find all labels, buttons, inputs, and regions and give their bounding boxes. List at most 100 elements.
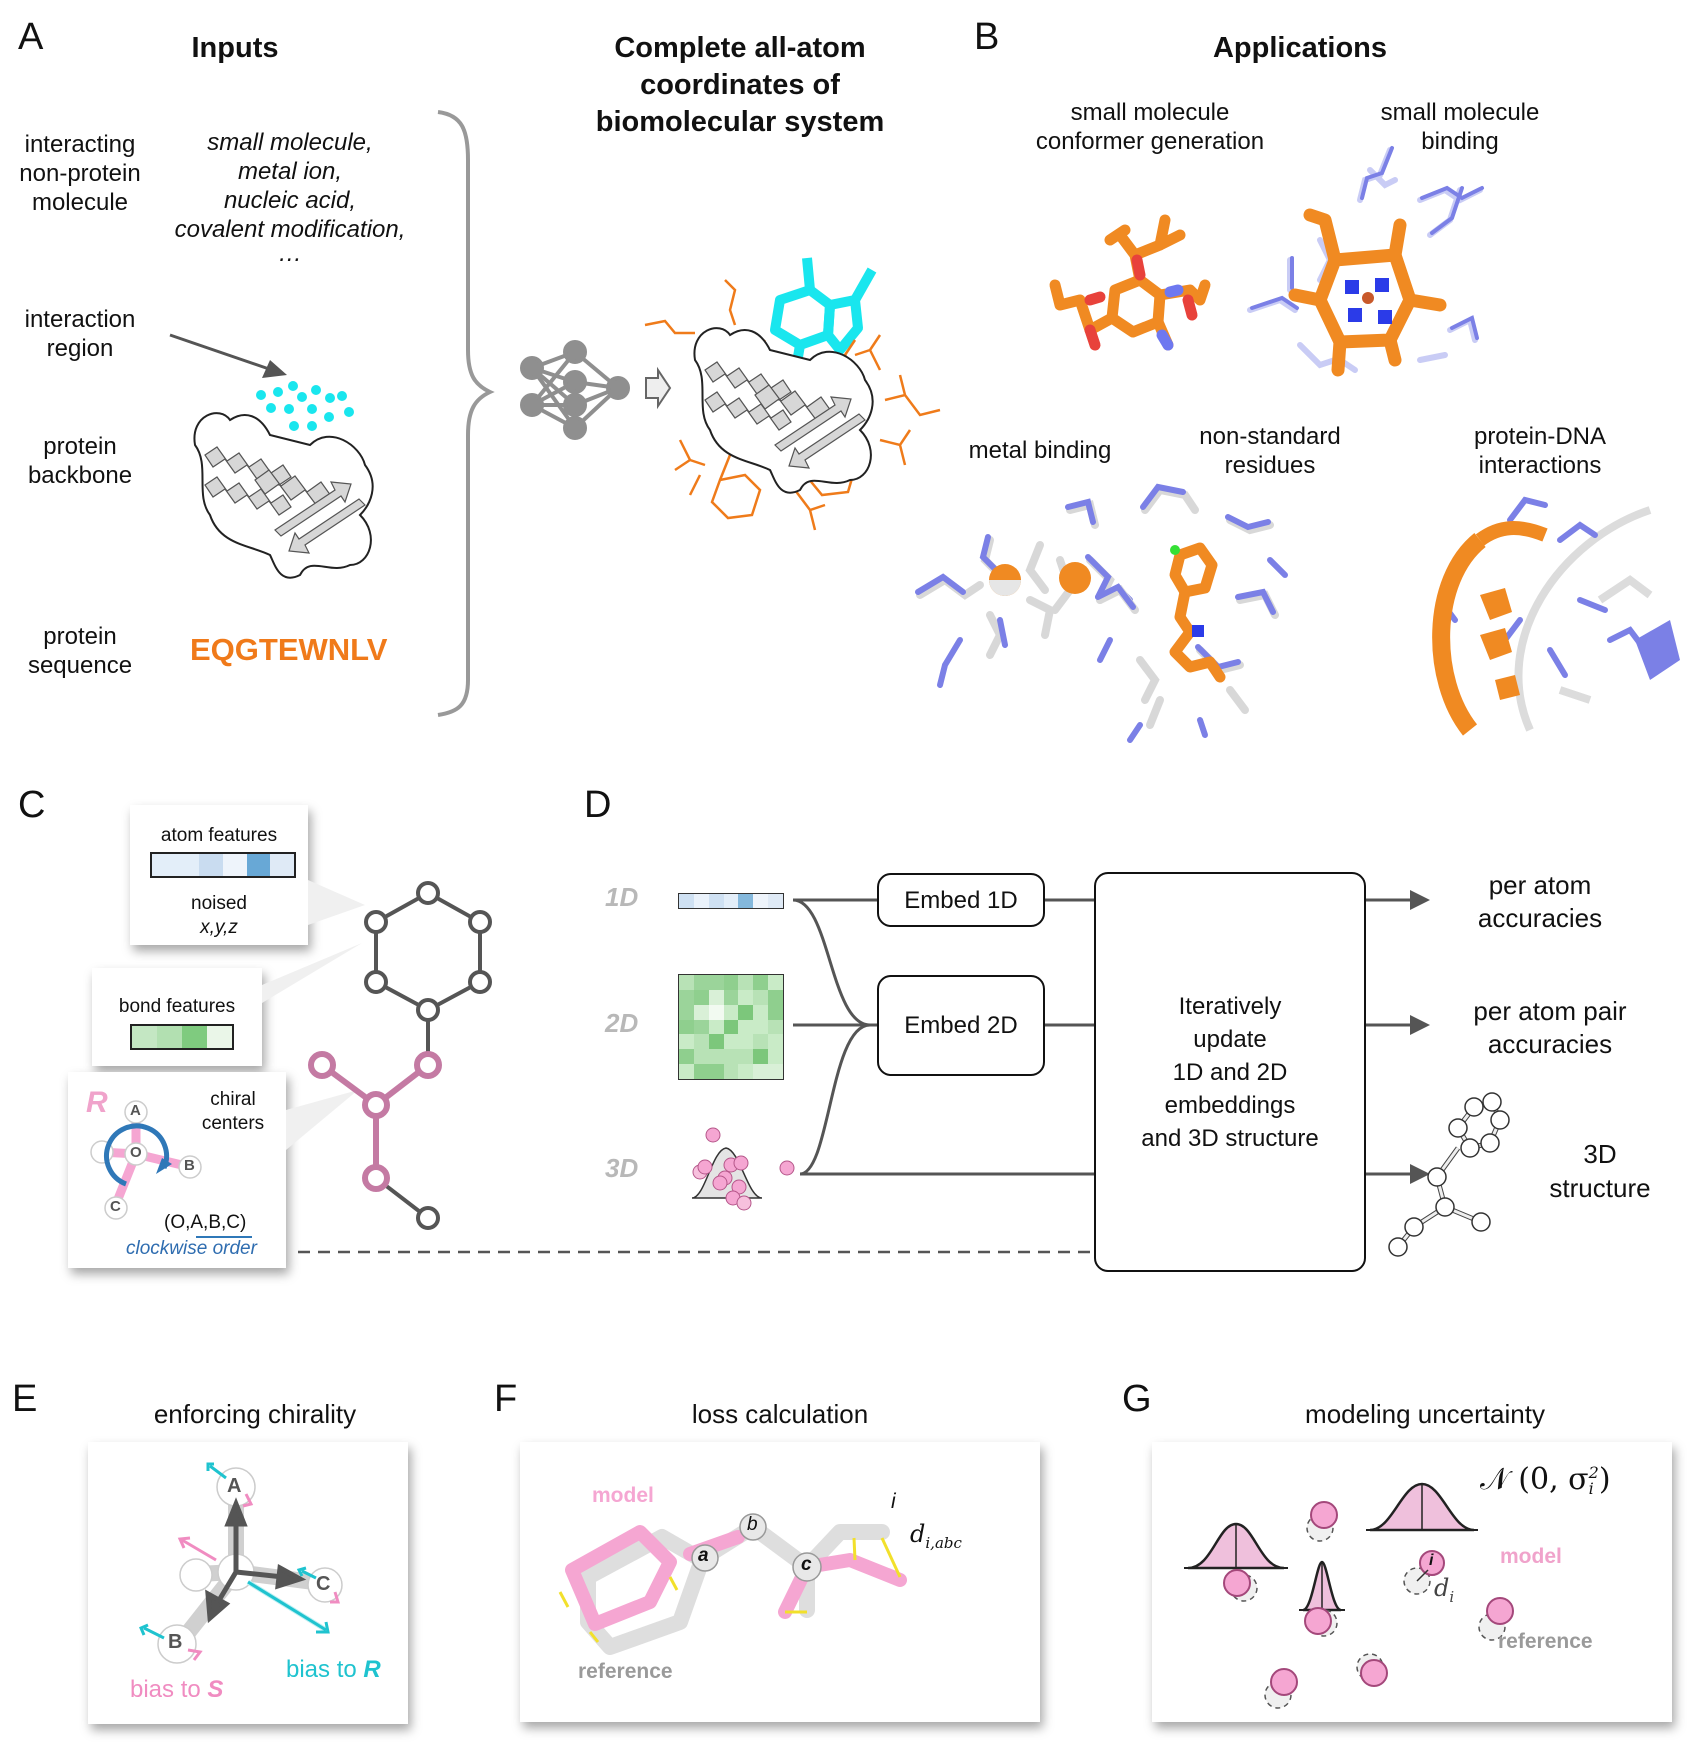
distance-subscript: i — [1449, 1587, 1455, 1606]
formula-sup: 2 — [1588, 1463, 1599, 1482]
chiral-atom-a: A — [130, 1102, 141, 1119]
atom-features-label: atom features — [160, 825, 278, 846]
example-line: covalent modification, — [174, 216, 406, 243]
panel-f-title: loss calculation — [691, 1399, 869, 1429]
clockwise-order-label: clockwise order — [126, 1238, 257, 1259]
feature-cell — [693, 894, 709, 908]
chirality-r-label: R — [86, 1086, 108, 1119]
formula-end: ) — [1598, 1462, 1611, 1497]
molecule-examples: small molecule, metal ion, nucleic acid,… — [160, 128, 420, 267]
label-line: per atom pair — [1473, 996, 1627, 1026]
app-label-nonstandard: non-standard residues — [1150, 422, 1390, 480]
uncertainty-diagram — [1184, 1482, 1514, 1709]
flow-connectors — [792, 890, 1430, 1184]
label-non-protein-molecule: interacting non-protein molecule — [0, 130, 160, 217]
panel-g-title: modeling uncertainty — [1305, 1399, 1545, 1429]
label-line: non-standard — [1199, 423, 1341, 450]
feature-cell — [723, 894, 739, 908]
feature-cell — [182, 1026, 207, 1048]
feature-cell — [223, 854, 247, 876]
title-line: coordinates of — [640, 69, 840, 101]
label-line: protein-DNA — [1473, 423, 1607, 450]
panel-letter-f: F — [494, 1378, 518, 1420]
chiral-atom-o: O — [130, 1144, 142, 1161]
atom-feature-vector — [150, 852, 296, 878]
feature-cell — [753, 894, 769, 908]
chiral-center-diagram — [90, 1100, 202, 1220]
app-label-dna: protein-DNA interactions — [1420, 422, 1660, 480]
chiral-centers-card: chiral centers R A O B C (O,A,B,C) clock… — [68, 1072, 286, 1268]
example-line: … — [278, 240, 302, 267]
atom-b-label: B — [168, 1631, 183, 1653]
label-line: non-protein — [19, 160, 141, 187]
atom-features-card: atom features noised x,y,z — [130, 805, 308, 945]
feature-cell — [738, 894, 754, 908]
embedding-2d-matrix — [678, 974, 784, 1080]
loss-diagram — [558, 1513, 907, 1655]
noised-label: noised — [191, 893, 247, 914]
chirality-card: A B C bias to S bias to R — [88, 1442, 408, 1724]
bias-r-letter: R — [363, 1656, 381, 1683]
distance-label: di,abc — [910, 1520, 962, 1552]
label-line: metal binding — [968, 437, 1112, 464]
label-line: interactions — [1478, 452, 1602, 479]
model-label: model — [592, 1484, 654, 1507]
molecule-graph — [262, 880, 492, 1230]
dim-label-1d: 1D — [605, 882, 639, 912]
panel-letter-c: C — [18, 784, 46, 826]
app-label-binding: small molecule binding — [1310, 98, 1610, 156]
bias-to-r-label: bias to R — [286, 1656, 381, 1684]
feature-cell — [768, 894, 784, 908]
bond-feature-vector — [130, 1024, 234, 1050]
feature-cell — [246, 854, 271, 876]
label-line: chiral — [210, 1089, 256, 1110]
chirality-diagram — [139, 1462, 343, 1664]
title-line: Complete all-atom — [614, 32, 866, 64]
label-protein-backbone: protein backbone — [0, 432, 160, 490]
block-line: 1D and 2D — [1172, 1058, 1288, 1086]
label-line: sequence — [27, 652, 133, 679]
atom-i-label: i — [1429, 1552, 1434, 1569]
chiral-tuple: (O,A,B,C) — [164, 1212, 247, 1233]
curly-brace — [437, 110, 495, 717]
feature-cell — [207, 1026, 232, 1048]
example-line: nucleic acid, — [223, 187, 357, 214]
label-line: small molecule — [1070, 99, 1230, 126]
non-standard-residues-render — [1095, 483, 1288, 743]
dim-label-2d: 2D — [605, 1008, 639, 1038]
block-line: Iteratively — [1178, 992, 1282, 1020]
chiral-atom-b: B — [184, 1157, 195, 1174]
label-line: protein — [43, 623, 117, 650]
bond-features-card: bond features — [92, 968, 262, 1066]
bond-features-label: bond features — [118, 996, 236, 1017]
distance-label: di — [1434, 1574, 1454, 1606]
label-line: conformer generation — [1035, 128, 1265, 155]
label-line: interacting — [24, 131, 136, 158]
panel-letter-g: G — [1122, 1378, 1152, 1420]
embed-2d-block: Embed 2D — [877, 975, 1045, 1076]
protein-sequence: EQGTEWNLV — [190, 632, 388, 667]
block-line: embeddings — [1164, 1091, 1296, 1119]
label-interaction-region: interaction region — [0, 305, 160, 363]
noised-coordinates-3d — [691, 1127, 795, 1211]
distance-symbol: d — [910, 1520, 926, 1548]
dim-label-3d: 3D — [605, 1153, 639, 1183]
embed-1d-block: Embed 1D — [877, 873, 1045, 927]
protein-backbone-cartoon — [193, 412, 374, 579]
label-line: centers — [201, 1113, 265, 1134]
example-line: small molecule, — [207, 129, 373, 156]
atom-b: b — [747, 1514, 758, 1535]
3d-structure-icon — [1388, 1092, 1510, 1257]
label-line: per atom — [1488, 870, 1592, 900]
feature-cell — [708, 894, 724, 908]
panel-letter-b: B — [974, 16, 1000, 58]
bias-r-text: bias to — [286, 1656, 364, 1683]
interaction-region-dots — [256, 381, 354, 431]
example-line: metal ion, — [237, 158, 343, 185]
title-line: biomolecular system — [595, 106, 885, 138]
reference-label: reference — [1498, 1630, 1593, 1653]
chiral-atom-c: C — [110, 1198, 121, 1215]
atom-a-label: A — [227, 1475, 242, 1497]
label-line: interaction — [24, 306, 136, 333]
